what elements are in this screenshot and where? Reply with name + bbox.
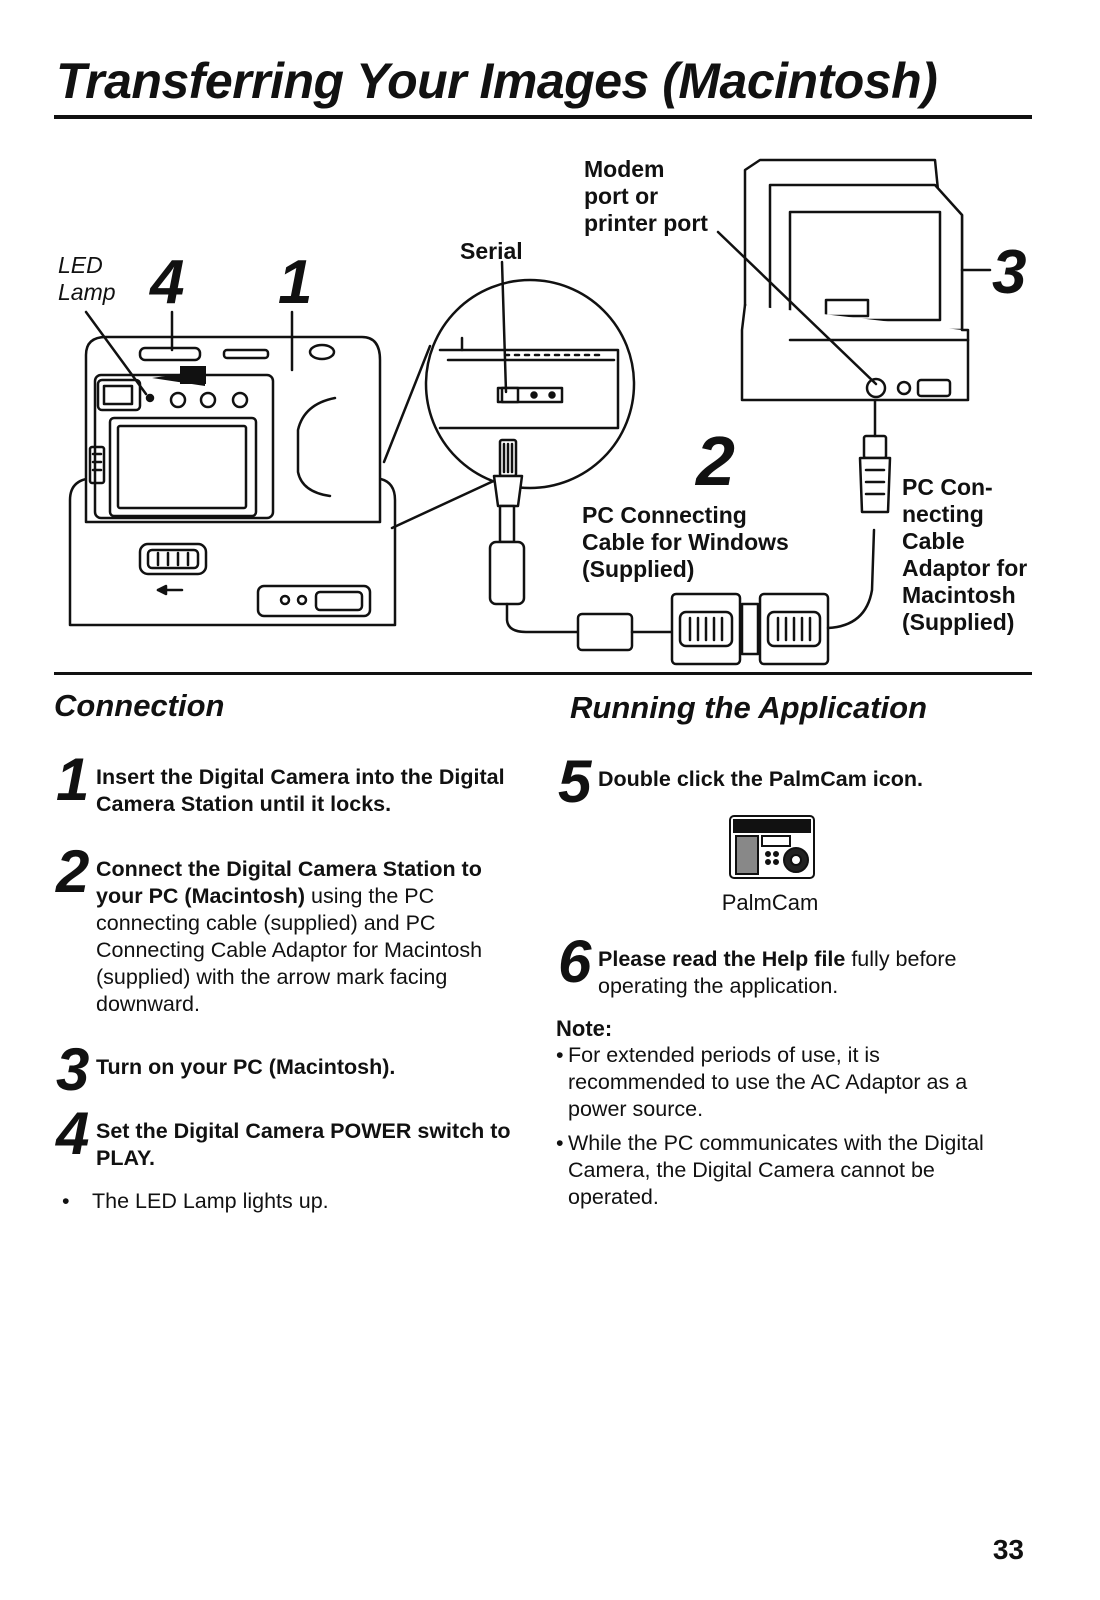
digital-camera [84, 335, 382, 524]
step-3: 3 Turn on your PC (Macintosh). [56, 1036, 396, 1103]
cable-adaptor [670, 528, 876, 666]
step-5: 5 Double click the PalmCam icon. [558, 748, 923, 815]
note-item: • For extended periods of use, it is rec… [556, 1043, 968, 1121]
macintosh-plug [858, 398, 892, 514]
page-number: 33 [992, 1534, 1024, 1565]
windows-cable [488, 438, 674, 652]
windows-cable-label: PC Connecting Cable for Windows (Supplie… [582, 502, 789, 582]
serial-port-closeup [424, 278, 636, 490]
macintosh-computer [740, 158, 970, 402]
title-underline [54, 115, 1032, 119]
connection-diagram [68, 158, 992, 666]
page-title: Transferring Your Images (Macintosh) [56, 53, 938, 109]
step-4: 4 Set the Digital Camera POWER switch to… [56, 1100, 511, 1171]
step-2: 2 Connect the Digital Camera Station to … [56, 838, 483, 1017]
running-heading: Running the Application [570, 690, 928, 725]
note-title: Note: [556, 1016, 613, 1041]
section-divider [54, 672, 1032, 675]
callout-2: 2 [696, 422, 735, 500]
step-1: 1 Insert the Digital Camera into the Dig… [56, 746, 505, 817]
callout-1: 1 [278, 248, 313, 317]
palmcam-icon[interactable] [726, 812, 818, 882]
callout-3: 3 [992, 238, 1027, 307]
step-6: 6 Please read the Help file fully before… [558, 928, 957, 999]
connection-heading: Connection [54, 688, 225, 723]
modem-port-label: Modem port or printer port [584, 156, 708, 236]
callout-4: 4 [150, 248, 185, 317]
palmcam-icon-label: PalmCam [721, 890, 819, 915]
adaptor-label: PC Con- necting Cable Adaptor for Macint… [902, 474, 1028, 635]
note-item: • While the PC communicates with the Dig… [556, 1131, 984, 1209]
led-lamp-bullet: •The LED Lamp lights up. [62, 1189, 329, 1213]
serial-label: Serial [460, 238, 523, 264]
